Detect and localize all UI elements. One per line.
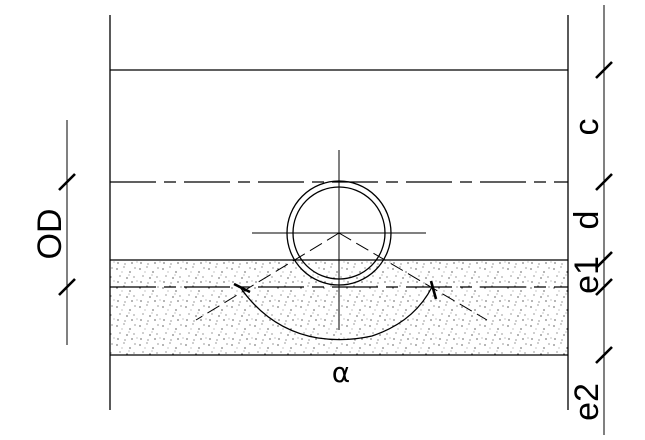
bedding-angle-arc (239, 286, 433, 341)
label-c: c (568, 119, 606, 136)
dim-tick-c-top (595, 61, 613, 79)
label-alpha: α (332, 356, 350, 389)
angle-ray-right (338, 232, 488, 321)
label-od: OD (31, 209, 69, 260)
arc-tick-right (429, 280, 438, 300)
dim-tick-od-top (58, 173, 76, 191)
dim-tick-e1-bottom (595, 278, 613, 296)
angle-ray-left (195, 232, 340, 321)
label-e1: e1 (568, 256, 606, 294)
dim-tick-c-bottom (595, 173, 613, 191)
dim-tick-e2-top (595, 346, 613, 364)
label-e2: e2 (568, 383, 606, 421)
arc-tick-left (233, 282, 251, 294)
dim-tick-d-bottom (595, 251, 613, 269)
dim-tick-od-bottom (58, 278, 76, 296)
label-d: d (568, 211, 606, 230)
